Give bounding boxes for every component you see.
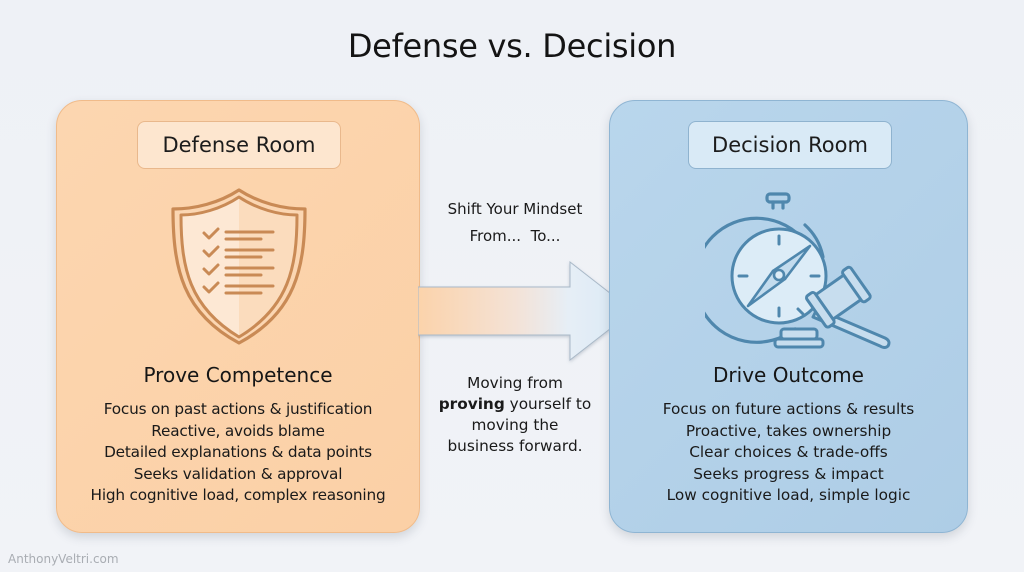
desc-emphasis: proving: [438, 395, 505, 413]
desc-line-2: proving yourself to: [420, 394, 610, 415]
list-item: Proactive, takes ownership: [685, 421, 892, 440]
transition-description: Moving from proving yourself to moving t…: [420, 373, 610, 457]
list-item: Seeks progress & impact: [693, 464, 884, 483]
defense-bullet-list: Focus on past actions & justification Re…: [57, 399, 419, 507]
decision-bullet-list: Focus on future actions & results Proact…: [610, 399, 967, 507]
decision-room-panel: Decision Room: [609, 100, 968, 533]
mindset-shift-caption: Shift Your Mindset From... To...: [420, 196, 610, 250]
page-title: Defense vs. Decision: [347, 27, 677, 65]
mindset-line-2: From... To...: [469, 227, 561, 245]
desc-line-1: Moving from: [467, 374, 563, 392]
decision-heading: Drive Outcome: [713, 363, 864, 387]
right-arrow-icon: [418, 260, 634, 362]
defense-room-label: Defense Room: [137, 121, 341, 169]
stopwatch-compass-gavel-icon: [693, 191, 895, 351]
list-item: Focus on future actions & results: [662, 400, 915, 418]
defense-room-panel: Defense Room: [56, 100, 420, 533]
list-item: High cognitive load, complex reasoning: [90, 486, 386, 504]
list-item: Seeks validation & approval: [133, 464, 343, 483]
mindset-line-1: Shift Your Mindset: [447, 200, 583, 218]
list-item: Low cognitive load, simple logic: [666, 486, 911, 504]
list-item: Focus on past actions & justification: [103, 400, 373, 418]
decision-room-label: Decision Room: [688, 121, 892, 169]
desc-line-3: moving the: [471, 416, 559, 434]
list-item: Clear choices & trade-offs: [689, 443, 888, 461]
desc-line-4: business forward.: [447, 437, 583, 455]
list-item: Detailed explanations & data points: [104, 443, 372, 461]
defense-heading: Prove Competence: [143, 363, 333, 387]
list-item: Reactive, avoids blame: [151, 421, 325, 440]
desc-line-2-rest: yourself to: [504, 395, 592, 413]
shield-checklist-icon: [169, 187, 309, 345]
site-watermark: AnthonyVeltri.com: [8, 552, 119, 566]
